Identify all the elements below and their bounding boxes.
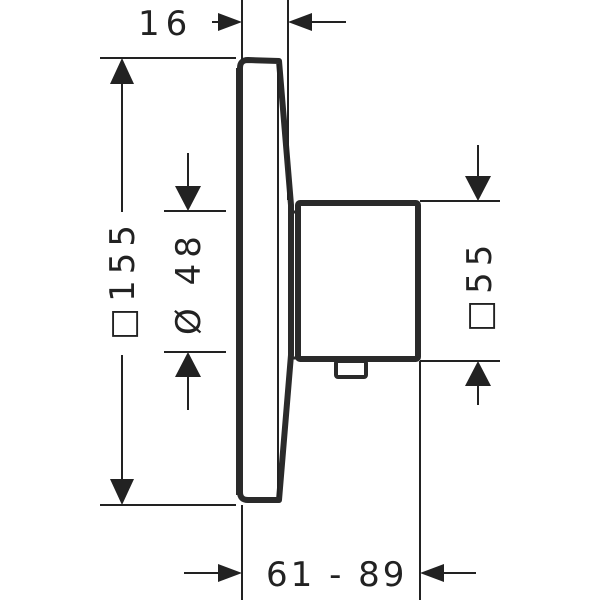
dimension-label-61-89: 61 - 89 <box>266 555 407 595</box>
thermostat-body <box>290 200 421 379</box>
dimension-label-16: 16 <box>138 4 193 44</box>
cover-plate <box>236 57 294 503</box>
dimension-dial-diameter: Ø 48 <box>164 153 226 410</box>
dimension-installation-depth: 61 - 89 <box>184 361 476 600</box>
dimension-label-55: □55 <box>460 239 500 332</box>
dimension-label-48: Ø 48 <box>169 230 209 335</box>
dimension-plate-depth: 16 <box>138 0 346 200</box>
dimension-label-155: □155 <box>103 219 143 340</box>
dimension-plate-size: □155 <box>100 57 236 506</box>
dimension-body-size: □55 <box>420 145 500 405</box>
